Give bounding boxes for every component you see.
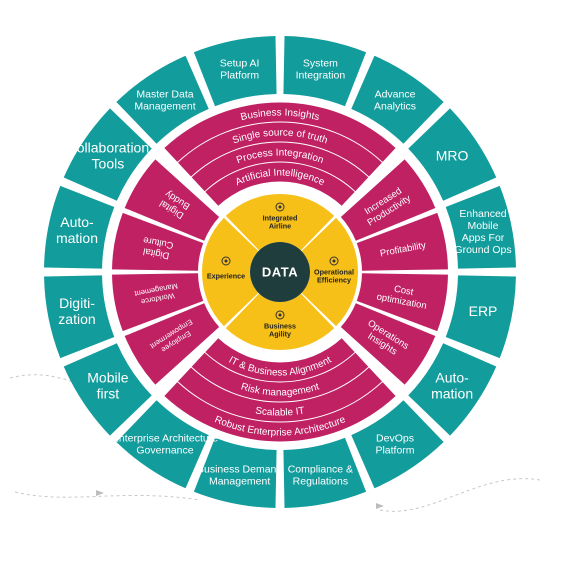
mid-segment-digital-buddy	[124, 159, 220, 241]
arc-label-business-insights: Business Insights	[240, 107, 321, 123]
outer-segment-compliance-regulations[interactable]	[283, 437, 367, 508]
middle-magenta-ring	[112, 102, 448, 442]
outer-segment-erp[interactable]	[445, 275, 516, 359]
outer-segment-master-data-management[interactable]	[116, 55, 209, 144]
arc-label-scalable-it: Scalable IT	[255, 405, 306, 418]
outer-segment-mobile-first[interactable]	[63, 343, 152, 436]
outer-segment-collaboration-tools[interactable]	[63, 108, 152, 201]
outer-segment-auto-mation[interactable]	[44, 185, 115, 269]
decorative-swoosh-lines	[9, 374, 541, 512]
outer-segment-mro[interactable]	[408, 108, 497, 201]
outer-segment-advance-analytics[interactable]	[351, 55, 444, 144]
hub-segment-operational-efficiency	[301, 217, 358, 327]
outer-segment-devops-platform[interactable]	[351, 400, 444, 489]
arc-band-robust-enterprise-architecture	[164, 382, 396, 442]
outer-label-mro: MRO	[436, 148, 469, 164]
mid-segment-increased-productivity	[340, 159, 436, 241]
arc-band-risk-management	[191, 352, 369, 402]
outer-segment-auto-mation[interactable]	[408, 343, 497, 436]
network-icon	[275, 310, 285, 320]
data-core-label: DATA	[262, 265, 298, 280]
outer-label-erp: ERP	[469, 303, 498, 319]
hub-segment-business-agility	[225, 293, 335, 350]
outer-teal-ring	[44, 36, 516, 508]
airplane-icon	[275, 202, 285, 212]
arc-band-artificial-intelligence	[205, 162, 355, 206]
mid-segment-profitability	[356, 212, 448, 271]
hub-label-experience: Experience	[207, 272, 245, 281]
hub-segment-experience	[202, 217, 259, 327]
outer-segment-digiti-zation[interactable]	[44, 275, 115, 359]
arc-band-it-business-alignment	[205, 338, 355, 382]
outer-segment-enterprise-architecture-governance[interactable]	[116, 400, 209, 489]
swoosh-arrow-right	[376, 503, 384, 509]
mid-segment-cost-optimization	[356, 273, 448, 332]
mid-segment-employee-empowerment	[124, 303, 220, 385]
hub-segment-integrated-airline	[225, 194, 335, 251]
swoosh-arrow-left	[96, 490, 104, 496]
mid-label-digital-culture: DigitalCulture	[140, 234, 174, 261]
arc-band-single-source-of-truth	[178, 122, 382, 177]
gear-icon	[329, 256, 339, 266]
outer-label-auto-mation: Auto-mation	[56, 214, 98, 246]
arc-band-scalable-it	[178, 367, 382, 422]
mid-segment-digital-culture	[112, 212, 204, 271]
people-icon	[221, 256, 231, 266]
outer-segment-setup-ai-platform[interactable]	[193, 36, 277, 107]
outer-label-auto-mation: Auto-mation	[431, 370, 473, 402]
outer-segment-enhanced-mobile-apps-for-ground-ops[interactable]	[445, 185, 516, 269]
outer-label-compliance-regulations: Compliance &Regulations	[288, 464, 353, 488]
yellow-hub	[202, 194, 358, 350]
arc-band-process-integration	[191, 142, 369, 192]
arc-band-business-insights	[164, 102, 396, 162]
data-core	[250, 242, 310, 302]
outer-segment-system-integration[interactable]	[283, 36, 367, 107]
outer-label-digiti-zation: Digiti-zation	[58, 295, 95, 327]
outer-segment-business-demand-management[interactable]	[193, 437, 277, 508]
mid-segment-operations-insights	[340, 303, 436, 385]
mid-segment-workforce-management	[112, 273, 204, 332]
